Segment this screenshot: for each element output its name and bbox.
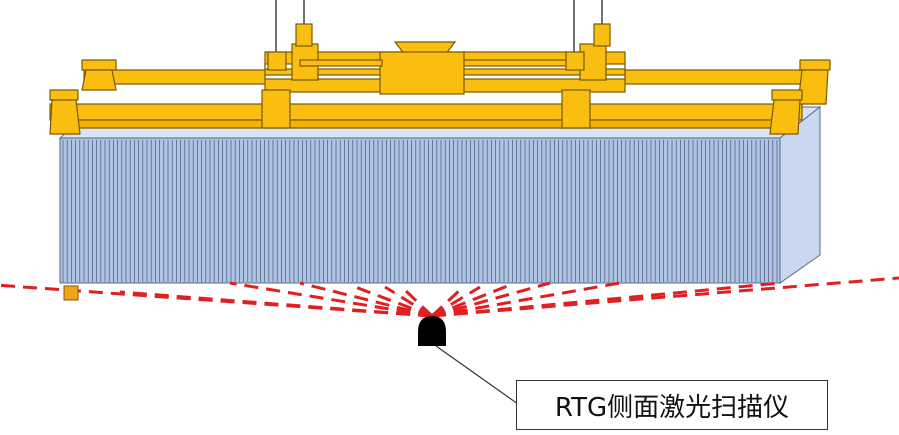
corner-left-front bbox=[49, 89, 81, 135]
laser-beam-line bbox=[349, 283, 433, 318]
hoist-block-left bbox=[267, 23, 313, 71]
laser-scanner-icon bbox=[418, 316, 446, 346]
corner-right-front bbox=[769, 89, 803, 135]
callout-leader-line bbox=[435, 345, 519, 405]
laser-beam-line bbox=[431, 281, 621, 318]
laser-beam-line bbox=[384, 285, 433, 318]
scanner-callout-label: RTG侧面激光扫描仪 bbox=[554, 392, 790, 423]
corner-right-rear bbox=[797, 59, 831, 105]
scanner-callout-box: RTG侧面激光扫描仪 bbox=[516, 380, 828, 430]
spreader bbox=[49, 41, 827, 129]
container-corrugations bbox=[62, 140, 778, 282]
laser-beam-line bbox=[119, 290, 433, 318]
laser-beam-line bbox=[403, 288, 434, 318]
laser-beam-line bbox=[299, 281, 433, 318]
laser-beam-line bbox=[431, 285, 481, 318]
laser-beam-line bbox=[431, 281, 781, 318]
laser-beam-line bbox=[431, 276, 899, 318]
laser-beam-line bbox=[229, 281, 433, 318]
shipping-container bbox=[58, 105, 822, 284]
spreader-front-beam bbox=[49, 103, 803, 121]
spreader-corner-castings bbox=[49, 23, 831, 135]
corner-left-rear bbox=[81, 59, 117, 91]
reflector-marker-icon bbox=[63, 285, 79, 301]
hoist-block-right bbox=[565, 23, 611, 71]
laser-beams bbox=[0, 276, 899, 318]
